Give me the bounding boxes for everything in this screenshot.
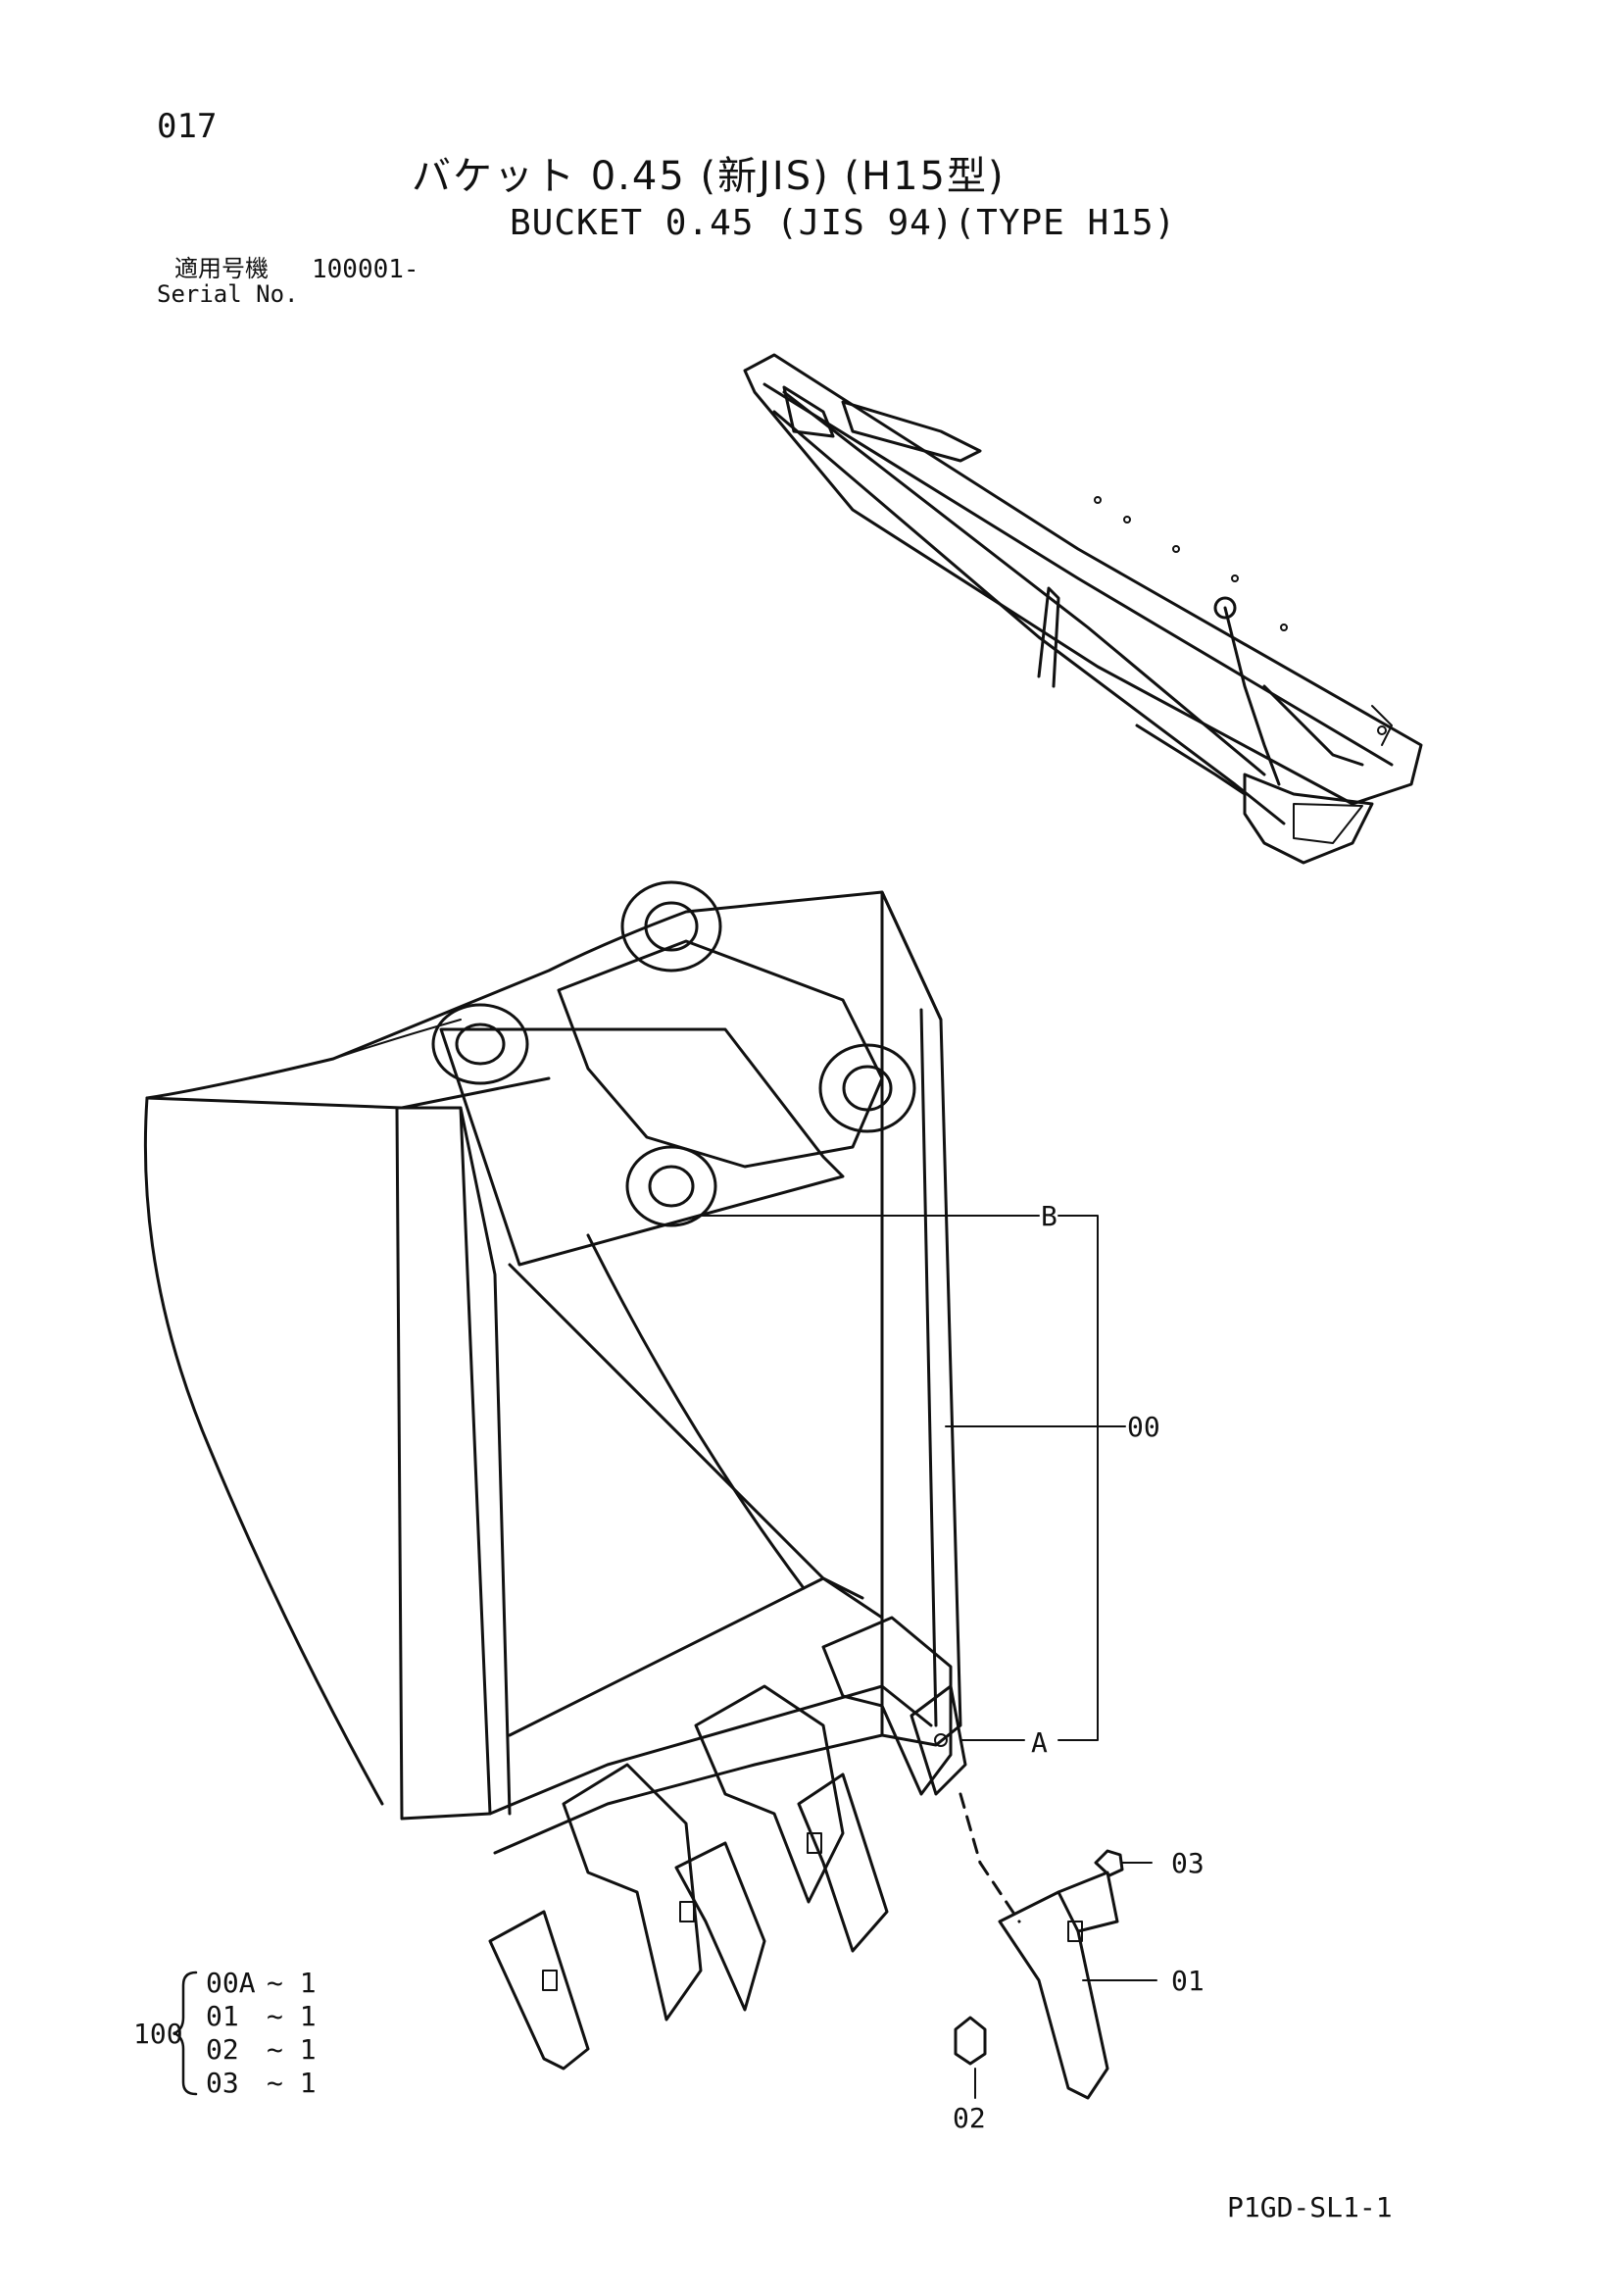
leader-lines — [700, 1215, 1157, 2099]
kit-item-part: 01 — [206, 2000, 239, 2032]
kit-item-qty: ~ 1 — [267, 2000, 317, 2032]
lock-pin-part-02 — [954, 2016, 987, 2066]
serial-label-japanese: 適用号機 — [174, 255, 269, 282]
kit-item-qty: ~ 1 — [267, 2067, 317, 2099]
kit-item-part: 00A — [206, 1967, 256, 1999]
drawing-code: P1GD-SL1-1 — [1227, 2191, 1393, 2223]
callout-a: A — [1031, 1726, 1048, 1759]
serial-label-english: Serial No. — [157, 280, 299, 308]
callout-00: 00 — [1127, 1411, 1160, 1443]
kit-brace — [172, 1971, 198, 2096]
bucket-illustration — [143, 880, 967, 2071]
callout-02: 02 — [953, 2102, 986, 2134]
serial-number-range: 100001- — [312, 255, 419, 284]
lock-pin-part-03 — [1094, 1849, 1124, 1877]
page-number: 017 — [157, 107, 218, 146]
kit-item-part: 03 — [206, 2067, 239, 2099]
callout-01: 01 — [1171, 1965, 1205, 1997]
kit-number: 100 — [133, 2018, 183, 2050]
title-english: BUCKET 0.45 (JIS 94)(TYPE H15) — [510, 203, 1177, 243]
callout-b: B — [1041, 1200, 1057, 1232]
exploded-tooth — [954, 1792, 1124, 2100]
kit-item-qty: ~ 1 — [267, 1967, 317, 1999]
kit-item-qty: ~ 1 — [267, 2033, 317, 2066]
callout-03: 03 — [1171, 1847, 1205, 1879]
title-japanese: バケット 0.45 (新JIS) (H15型) — [412, 154, 1006, 199]
kit-item-part: 02 — [206, 2033, 239, 2066]
excavator-arm-illustration — [743, 353, 1423, 865]
